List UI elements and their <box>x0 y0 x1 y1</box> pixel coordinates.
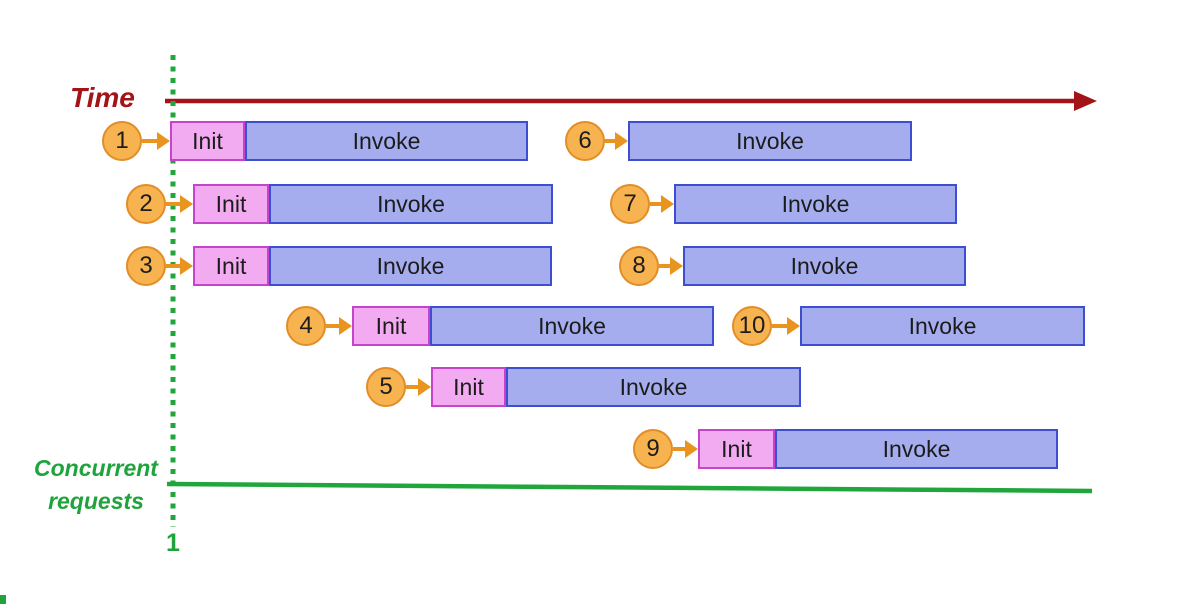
invoke-label: Invoke <box>377 190 445 217</box>
invoke-segment: Invoke <box>269 246 552 286</box>
init-label: Init <box>215 190 247 217</box>
request-number-badge: 6 <box>565 121 605 161</box>
invoke-segment: Invoke <box>683 246 966 286</box>
time-axis-arrowhead-icon <box>1074 91 1097 111</box>
arrow-icon <box>772 317 800 335</box>
request-number-badge: 2 <box>126 184 166 224</box>
invoke-label: Invoke <box>781 190 850 217</box>
request-number-badge: 8 <box>619 246 659 286</box>
invoke-label: Invoke <box>538 312 606 339</box>
init-segment: Init <box>698 429 775 469</box>
request-number: 6 <box>578 127 592 154</box>
init-segment: Init <box>170 121 245 161</box>
invoke-segment: Invoke <box>674 184 957 224</box>
request-number-badge: 7 <box>610 184 650 224</box>
concurrency-level-line <box>166 481 1093 494</box>
invoke-segment: Invoke <box>269 184 553 224</box>
request-number-badge: 10 <box>732 306 772 346</box>
request-number-badge: 5 <box>366 367 406 407</box>
invoke-segment: Invoke <box>430 306 714 346</box>
invoke-segment: Invoke <box>506 367 801 407</box>
init-label: Init <box>453 373 484 400</box>
invoke-label: Invoke <box>790 252 859 279</box>
invoke-segment: Invoke <box>628 121 912 161</box>
request-number: 7 <box>623 190 637 217</box>
concurrency-tick-value: 1 <box>166 529 180 557</box>
init-segment: Init <box>352 306 430 346</box>
invoke-segment: Invoke <box>800 306 1085 346</box>
request-number: 5 <box>379 373 393 400</box>
invoke-label: Invoke <box>619 373 688 400</box>
arrow-icon <box>406 378 431 396</box>
corner-artifact-dot <box>0 595 6 604</box>
arrow-icon <box>673 440 698 458</box>
init-segment: Init <box>431 367 506 407</box>
request-number: 10 <box>738 312 766 339</box>
arrow-icon <box>166 257 193 275</box>
invoke-segment: Invoke <box>775 429 1058 469</box>
request-number: 2 <box>139 190 153 217</box>
request-number: 8 <box>632 252 646 279</box>
request-number: 3 <box>139 252 153 279</box>
request-number-badge: 4 <box>286 306 326 346</box>
concurrency-axis-label: Concurrent requests <box>34 455 158 515</box>
request-number-badge: 3 <box>126 246 166 286</box>
invoke-label: Invoke <box>352 127 421 154</box>
arrow-icon <box>326 317 352 335</box>
invoke-label: Invoke <box>882 435 951 462</box>
arrow-icon <box>166 195 193 213</box>
init-label: Init <box>375 312 407 339</box>
request-number: 9 <box>646 435 660 462</box>
request-number: 1 <box>115 127 129 154</box>
request-number-badge: 1 <box>102 121 142 161</box>
init-label: Init <box>192 127 223 154</box>
init-segment: Init <box>193 184 269 224</box>
time-axis-label: Time <box>70 82 135 113</box>
invoke-label: Invoke <box>376 252 445 279</box>
request-number: 4 <box>299 312 313 339</box>
invoke-label: Invoke <box>736 127 804 154</box>
request-number-badge: 9 <box>633 429 673 469</box>
arrow-icon <box>142 132 170 150</box>
arrow-icon <box>650 195 674 213</box>
invoke-label: Invoke <box>908 312 977 339</box>
init-segment: Init <box>193 246 269 286</box>
invoke-segment: Invoke <box>245 121 528 161</box>
arrow-icon <box>605 132 628 150</box>
init-label: Init <box>721 435 752 462</box>
init-label: Init <box>215 252 247 279</box>
arrow-icon <box>659 257 683 275</box>
